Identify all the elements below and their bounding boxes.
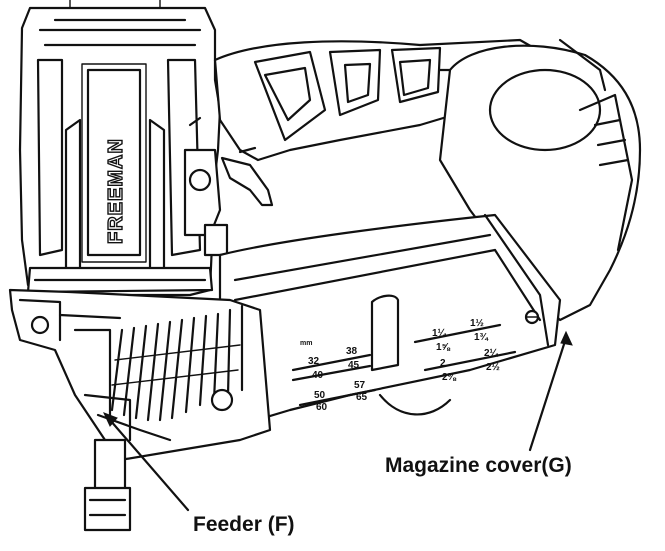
inch-row4-left: 2⅜ [442, 372, 457, 383]
metric-row4-left: 60 [316, 402, 328, 413]
callout-feeder: Feeder (F) [103, 412, 295, 536]
inch-row2-left: 1⅝ [436, 342, 451, 353]
metric-row1-left: 32 [308, 356, 320, 367]
magazine-canister [218, 213, 562, 427]
metric-row1-right: 38 [346, 346, 358, 357]
inch-row2-right: 1¾ [474, 332, 489, 343]
metric-row3-left: 50 [314, 390, 326, 401]
inch-row3-right: 2¼ [484, 348, 499, 359]
nose-feeder [8, 288, 272, 532]
inch-row3-left: 2 [440, 358, 446, 369]
tool-body [18, 0, 222, 297]
metric-row2-right: 45 [348, 360, 360, 371]
inch-row1-left: 1¼ [432, 328, 447, 339]
inch-row4-right: 2½ [486, 362, 500, 373]
magazine-cover-label: Magazine cover(G) [385, 454, 572, 477]
brand-text: FREEMAN [105, 138, 127, 244]
inch-scale: 1¼ 1½ 1⅝ 1¾ 2 2¼ 2⅜ 2½ [413, 318, 517, 383]
metric-row3-right: 57 [354, 380, 366, 391]
exhaust-hood [438, 38, 642, 322]
metric-row4-right: 65 [356, 392, 368, 403]
brand-logo: FREEMAN [104, 137, 127, 244]
trigger-assembly [183, 116, 274, 257]
nail-strip [110, 304, 244, 422]
scale-unit: mm [300, 340, 312, 347]
callout-magazine-cover: Magazine cover(G) [385, 330, 573, 477]
inch-row1-right: 1½ [470, 318, 484, 329]
metric-scale: mm 32 38 40 45 50 57 60 65 [291, 340, 377, 413]
feeder-label: Feeder (F) [193, 513, 295, 536]
